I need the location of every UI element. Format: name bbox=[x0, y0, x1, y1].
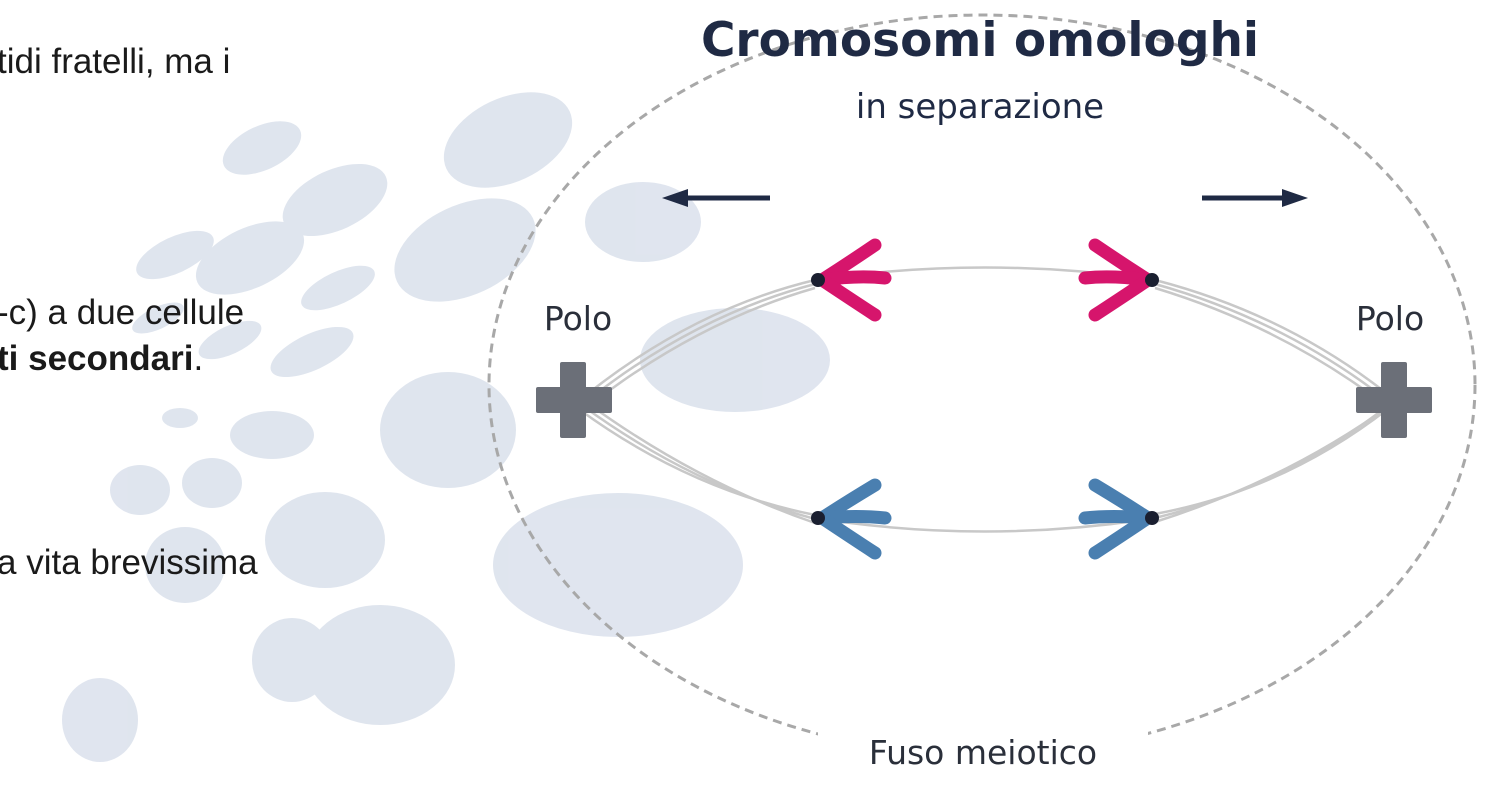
chromosome-bottom-left bbox=[815, 478, 892, 560]
spindle-label-backdrop bbox=[818, 728, 1148, 778]
chromosome-top-left bbox=[815, 238, 892, 322]
slide-text-bold: ti secondari bbox=[0, 339, 194, 378]
pole-label-right: Polo bbox=[1356, 299, 1424, 338]
slide-text-line-2: -c) a due cellule bbox=[0, 293, 245, 332]
pole-label-left: Polo bbox=[544, 299, 612, 338]
slide-text-line-4: a vita brevissima bbox=[0, 543, 258, 582]
slide-text-line-3: ti secondari. bbox=[0, 339, 203, 379]
spindle-label: Fuso meiotico bbox=[869, 733, 1097, 772]
diagram-subtitle: in separazione bbox=[856, 87, 1104, 127]
centromere-bottom-left bbox=[811, 511, 825, 525]
centromere-bottom-right bbox=[1145, 511, 1159, 525]
spindle-fibers bbox=[579, 266, 1396, 533]
centrosome-left-icon bbox=[536, 362, 612, 438]
arrow-left-icon bbox=[662, 189, 770, 207]
chromosome-top-right bbox=[1078, 238, 1155, 322]
centromere-top-right bbox=[1145, 273, 1159, 287]
centromere-top-left bbox=[811, 273, 825, 287]
slide-text-line-1: tidi fratelli, ma i bbox=[0, 42, 231, 81]
slide-text-period: . bbox=[193, 339, 204, 378]
diagram-title: Cromosomi omologhi bbox=[701, 13, 1259, 68]
chromosome-bottom-right bbox=[1078, 478, 1155, 560]
arrow-right-icon bbox=[1202, 189, 1308, 207]
centrosome-right-icon bbox=[1356, 362, 1432, 438]
